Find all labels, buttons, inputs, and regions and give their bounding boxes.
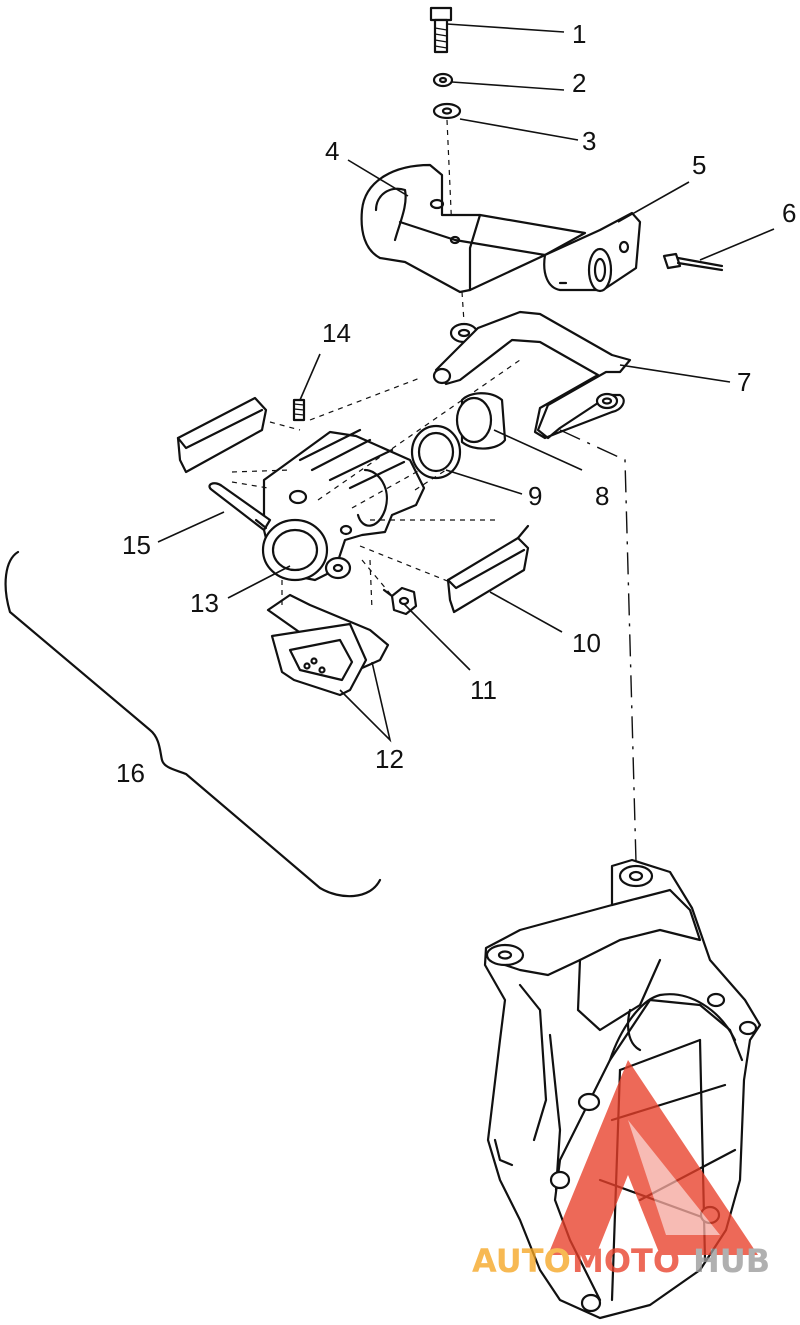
part-bleeder-screw	[292, 398, 306, 422]
callout-10: 10	[572, 628, 601, 658]
part-brake-pads	[266, 593, 390, 697]
leader-lines	[157, 23, 775, 743]
callout-12: 12	[375, 744, 404, 774]
part-flat-washer	[432, 102, 462, 120]
part-piston	[455, 392, 507, 450]
part-pad-shim-upper	[176, 396, 268, 474]
callout-11: 11	[470, 675, 497, 705]
axis-line-bolt	[446, 119, 453, 233]
part-guide-pin	[208, 482, 272, 532]
part-bolt	[429, 6, 453, 54]
watermark-logo: AUTO MOTO HUB	[472, 1060, 770, 1280]
part-pivot-arm	[543, 211, 642, 293]
watermark-text-auto: AUTO	[472, 1242, 571, 1280]
assembly-brace	[4, 550, 382, 898]
callout-16: 16	[116, 758, 145, 788]
callout-1: 1	[572, 19, 586, 49]
callout-9: 9	[528, 481, 542, 511]
part-upper-bracket	[360, 163, 587, 294]
callout-3: 3	[582, 126, 596, 156]
callout-13: 13	[190, 588, 219, 618]
callout-15: 15	[122, 530, 151, 560]
callout-6: 6	[782, 198, 796, 228]
watermark-triangle-inner	[628, 1120, 720, 1235]
assembly-lines	[231, 359, 637, 863]
part-screw	[662, 252, 724, 272]
watermark-triangle-icon	[548, 1060, 758, 1255]
callout-14: 14	[322, 318, 351, 348]
axis-line-bracket	[461, 291, 465, 323]
callout-2: 2	[572, 68, 586, 98]
part-seal-ring	[410, 424, 462, 480]
part-bleed-nut	[382, 586, 418, 616]
watermark-text-hub: HUB	[693, 1242, 770, 1280]
part-caliper-body	[261, 428, 426, 582]
callout-7: 7	[737, 367, 751, 397]
part-pad-shim-right	[446, 524, 530, 614]
callout-5: 5	[692, 150, 706, 180]
watermark-text-moto: MOTO	[572, 1242, 680, 1280]
callout-labels: 1 2 3 4 5 6 7 8 9 10 11 12 13 14 15 16	[116, 19, 796, 788]
callout-8: 8	[595, 481, 609, 511]
part-lock-washer	[432, 72, 454, 88]
callout-4: 4	[325, 136, 339, 166]
